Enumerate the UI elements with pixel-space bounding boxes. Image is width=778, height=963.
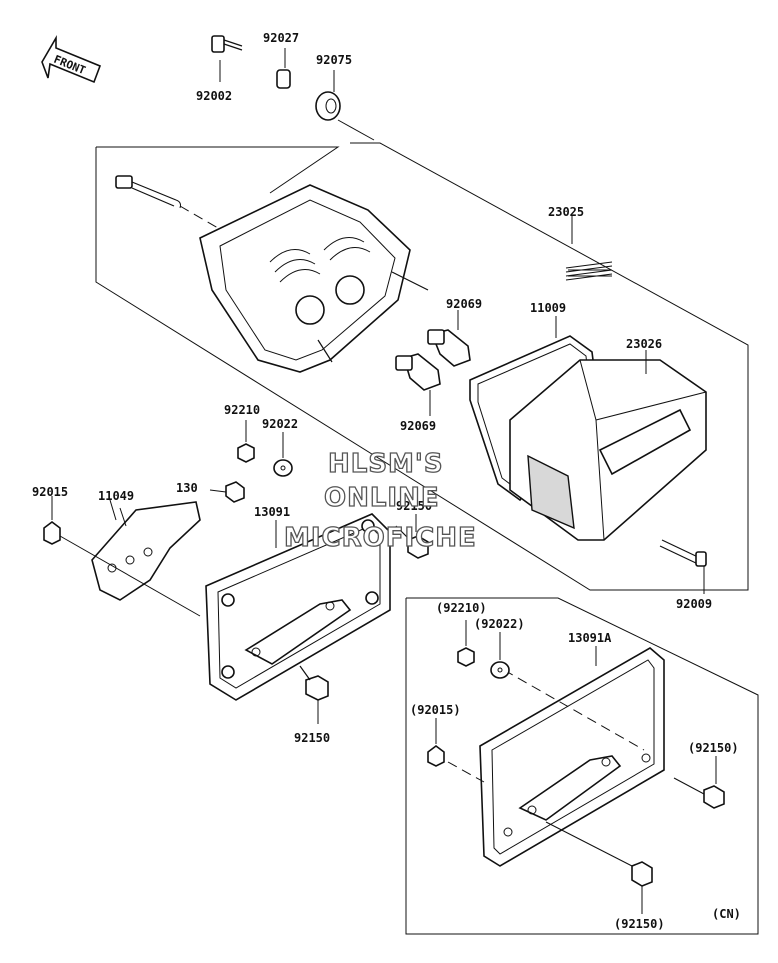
label-92015-cn: (92015) — [410, 703, 461, 717]
lens-23026-icon — [509, 261, 707, 541]
bracket-11049-icon — [91, 501, 201, 601]
watermark-line-1: HLSM'S — [328, 449, 444, 479]
grommet-92075-icon — [315, 70, 341, 121]
label-cn-region: (CN) — [712, 907, 741, 921]
cn-bolt-92150-right-icon — [673, 756, 725, 809]
tail-light-housing-icon — [199, 184, 429, 373]
cn-nut-92210-icon — [457, 620, 475, 667]
label-92210-cn: (92210) — [436, 601, 487, 615]
label-23025: 23025 — [548, 205, 584, 219]
watermark: HLSM'S ONLINE MICROFICHE — [283, 448, 477, 553]
watermark-line-3: MICROFICHE — [284, 523, 477, 553]
bolt-130-icon — [209, 481, 245, 503]
washer-92022-icon — [273, 432, 293, 477]
bulb-92069-upper-icon — [427, 310, 471, 367]
cn-washer-92022-icon — [490, 632, 510, 679]
label-92002: 92002 — [196, 89, 232, 103]
plate-bracket-13091-icon — [205, 513, 391, 701]
label-92009: 92009 — [676, 597, 712, 611]
label-92027: 92027 — [263, 31, 299, 45]
cn-variant-frame — [405, 597, 759, 935]
cn-bolt-92150-bottom-icon — [545, 821, 653, 914]
label-13091: 13091 — [254, 505, 290, 519]
screw-92009-icon — [659, 539, 707, 594]
screw-92002-icon — [211, 35, 243, 82]
label-92022: 92022 — [262, 417, 298, 431]
bulb-92069-lower-icon — [395, 353, 441, 416]
label-92150-cn-right: (92150) — [688, 741, 739, 755]
label-92015: 92015 — [32, 485, 68, 499]
label-92022-cn: (92022) — [474, 617, 525, 631]
housing-frame — [95, 119, 749, 591]
label-130: 130 — [176, 481, 198, 495]
label-23026: 23026 — [626, 337, 662, 351]
cn-rivet-92015-icon — [427, 718, 445, 767]
label-92210: 92210 — [224, 403, 260, 417]
label-92150-cn-bottom: (92150) — [614, 917, 665, 931]
collar-92027-icon — [276, 48, 291, 89]
bolt-92150-upper-icon — [395, 514, 429, 559]
label-92075: 92075 — [316, 53, 352, 67]
leader-lines — [109, 216, 573, 521]
label-92069-lower: 92069 — [400, 419, 436, 433]
part-labels: 92002 92027 92075 23025 92069 11009 2302… — [32, 31, 741, 931]
bolt-92150-lower-icon — [299, 665, 329, 724]
label-92150-lower: 92150 — [294, 731, 330, 745]
nut-92210-icon — [237, 420, 255, 463]
label-92150-upper: 92150 — [396, 499, 432, 513]
front-arrow-icon: FRONT — [41, 35, 102, 84]
rivet-92015-icon — [43, 496, 201, 617]
label-11009: 11009 — [530, 301, 566, 315]
plate-bracket-13091A-icon — [447, 646, 665, 867]
wire-harness-icon — [115, 175, 219, 229]
label-13091A: 13091A — [568, 631, 612, 645]
watermark-line-2: ONLINE — [324, 483, 440, 513]
label-11049: 11049 — [98, 489, 134, 503]
label-92069-upper: 92069 — [446, 297, 482, 311]
